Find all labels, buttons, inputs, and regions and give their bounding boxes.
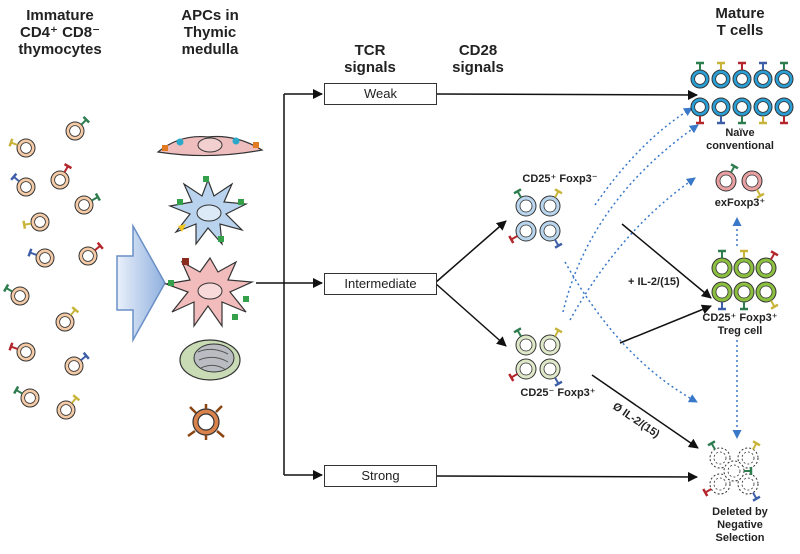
- deleted-negative-selection-label: Deleted by Negative Selection: [712, 506, 768, 544]
- cd25neg-foxp3pos-cell: [539, 327, 563, 356]
- naive-t-cell: [753, 61, 773, 89]
- signal-arrows: [434, 89, 712, 482]
- deleted-cell: [737, 473, 761, 502]
- treg-cell: [711, 249, 733, 279]
- naive-t-cell: [774, 61, 794, 89]
- treg-cell: [755, 250, 779, 279]
- immature-thymocyte-cell: [74, 192, 101, 215]
- cd25neg-foxp3pos-cell: [513, 327, 537, 356]
- treg-cell: [755, 281, 779, 310]
- immature-thymocyte-cell: [10, 172, 36, 197]
- naive-t-cell: [711, 97, 731, 125]
- il2-none-label: Ø IL-2/(15): [610, 401, 662, 441]
- mature-t-cells-header: Mature T cells: [715, 5, 765, 39]
- treg-cell: [711, 281, 733, 311]
- naive-t-cell: [690, 97, 710, 125]
- exfoxp3-cell: [715, 163, 739, 192]
- cd25neg-foxp3pos-cell: [508, 358, 537, 382]
- immature-thymocyte-cell: [27, 248, 55, 268]
- immature-thymocyte-cell: [64, 351, 90, 376]
- il2-plus-label: + IL-2/(15): [628, 276, 680, 288]
- cd25neg-foxp3pos-cell: [539, 358, 563, 387]
- immature-thymocyte-cell: [13, 385, 40, 408]
- naive-t-cell: [711, 61, 731, 89]
- cd25neg-foxp3pos-label: CD25⁻ Foxp3⁺: [520, 387, 596, 399]
- cell-icons: [3, 61, 794, 502]
- immature-thymocyte-cell: [8, 138, 36, 158]
- deleted-cell: [702, 473, 731, 497]
- deleted-cell: [737, 440, 761, 469]
- exfoxp3-label: exFoxp3⁺: [714, 197, 766, 209]
- deleted-cell: [723, 460, 753, 482]
- naive-t-cell: [753, 97, 773, 125]
- intermediate-signal-box: Intermediate: [324, 273, 437, 295]
- cd25pos-foxp3neg-cell: [508, 220, 537, 244]
- immature-thymocyte-cell: [22, 212, 50, 232]
- cd25pos-foxp3neg-label: CD25⁺ Foxp3⁻: [522, 173, 598, 185]
- naive-t-cell: [732, 97, 752, 125]
- cd25pos-foxp3neg-cell: [513, 188, 537, 217]
- cd25pos-foxp3neg-cell: [539, 220, 563, 249]
- tcr-branch-lines: [256, 89, 323, 480]
- strong-signal-box: Strong: [324, 465, 437, 487]
- immature-thymocyte-cell: [55, 306, 80, 332]
- treg-cell: [733, 281, 755, 311]
- naive-conventional-label: Naïve conventional: [706, 127, 774, 152]
- immature-thymocytes-header: Immature CD4⁺ CD8⁻ thymocytes: [18, 7, 102, 58]
- immature-thymocyte-cell: [50, 163, 73, 190]
- naive-t-cell: [774, 97, 794, 125]
- apc-dendritic-cell-pink: [163, 256, 255, 328]
- naive-t-cell: [690, 61, 710, 89]
- immature-thymocyte-cell: [3, 283, 30, 306]
- apcs-header: APCs in Thymic medulla: [181, 7, 239, 58]
- apc-small-cell: [187, 404, 225, 440]
- treg-cell-label: CD25⁺ Foxp3⁺ Treg cell: [702, 312, 778, 337]
- apc-b-cell: [179, 339, 241, 381]
- deleted-cell: [707, 440, 731, 469]
- weak-signal-box: Weak: [324, 83, 437, 105]
- cd28-signals-header: CD28 signals: [452, 42, 504, 76]
- immature-thymocyte-cell: [8, 342, 36, 362]
- dotted-conversion-arrows: [562, 107, 742, 439]
- tcr-signals-header: TCR signals: [344, 42, 396, 76]
- naive-t-cell: [732, 61, 752, 89]
- cd25pos-foxp3neg-cell: [539, 188, 563, 217]
- immature-thymocyte-cell: [78, 241, 104, 266]
- exfoxp3-cell: [741, 170, 765, 199]
- apc-epithelial-cell: [156, 135, 264, 157]
- immature-thymocyte-cell: [65, 115, 91, 141]
- big-transition-arrow: [116, 223, 166, 343]
- treg-cell: [733, 249, 755, 279]
- immature-thymocyte-cell: [56, 394, 81, 420]
- apc-dendritic-cell-blue: [167, 176, 249, 246]
